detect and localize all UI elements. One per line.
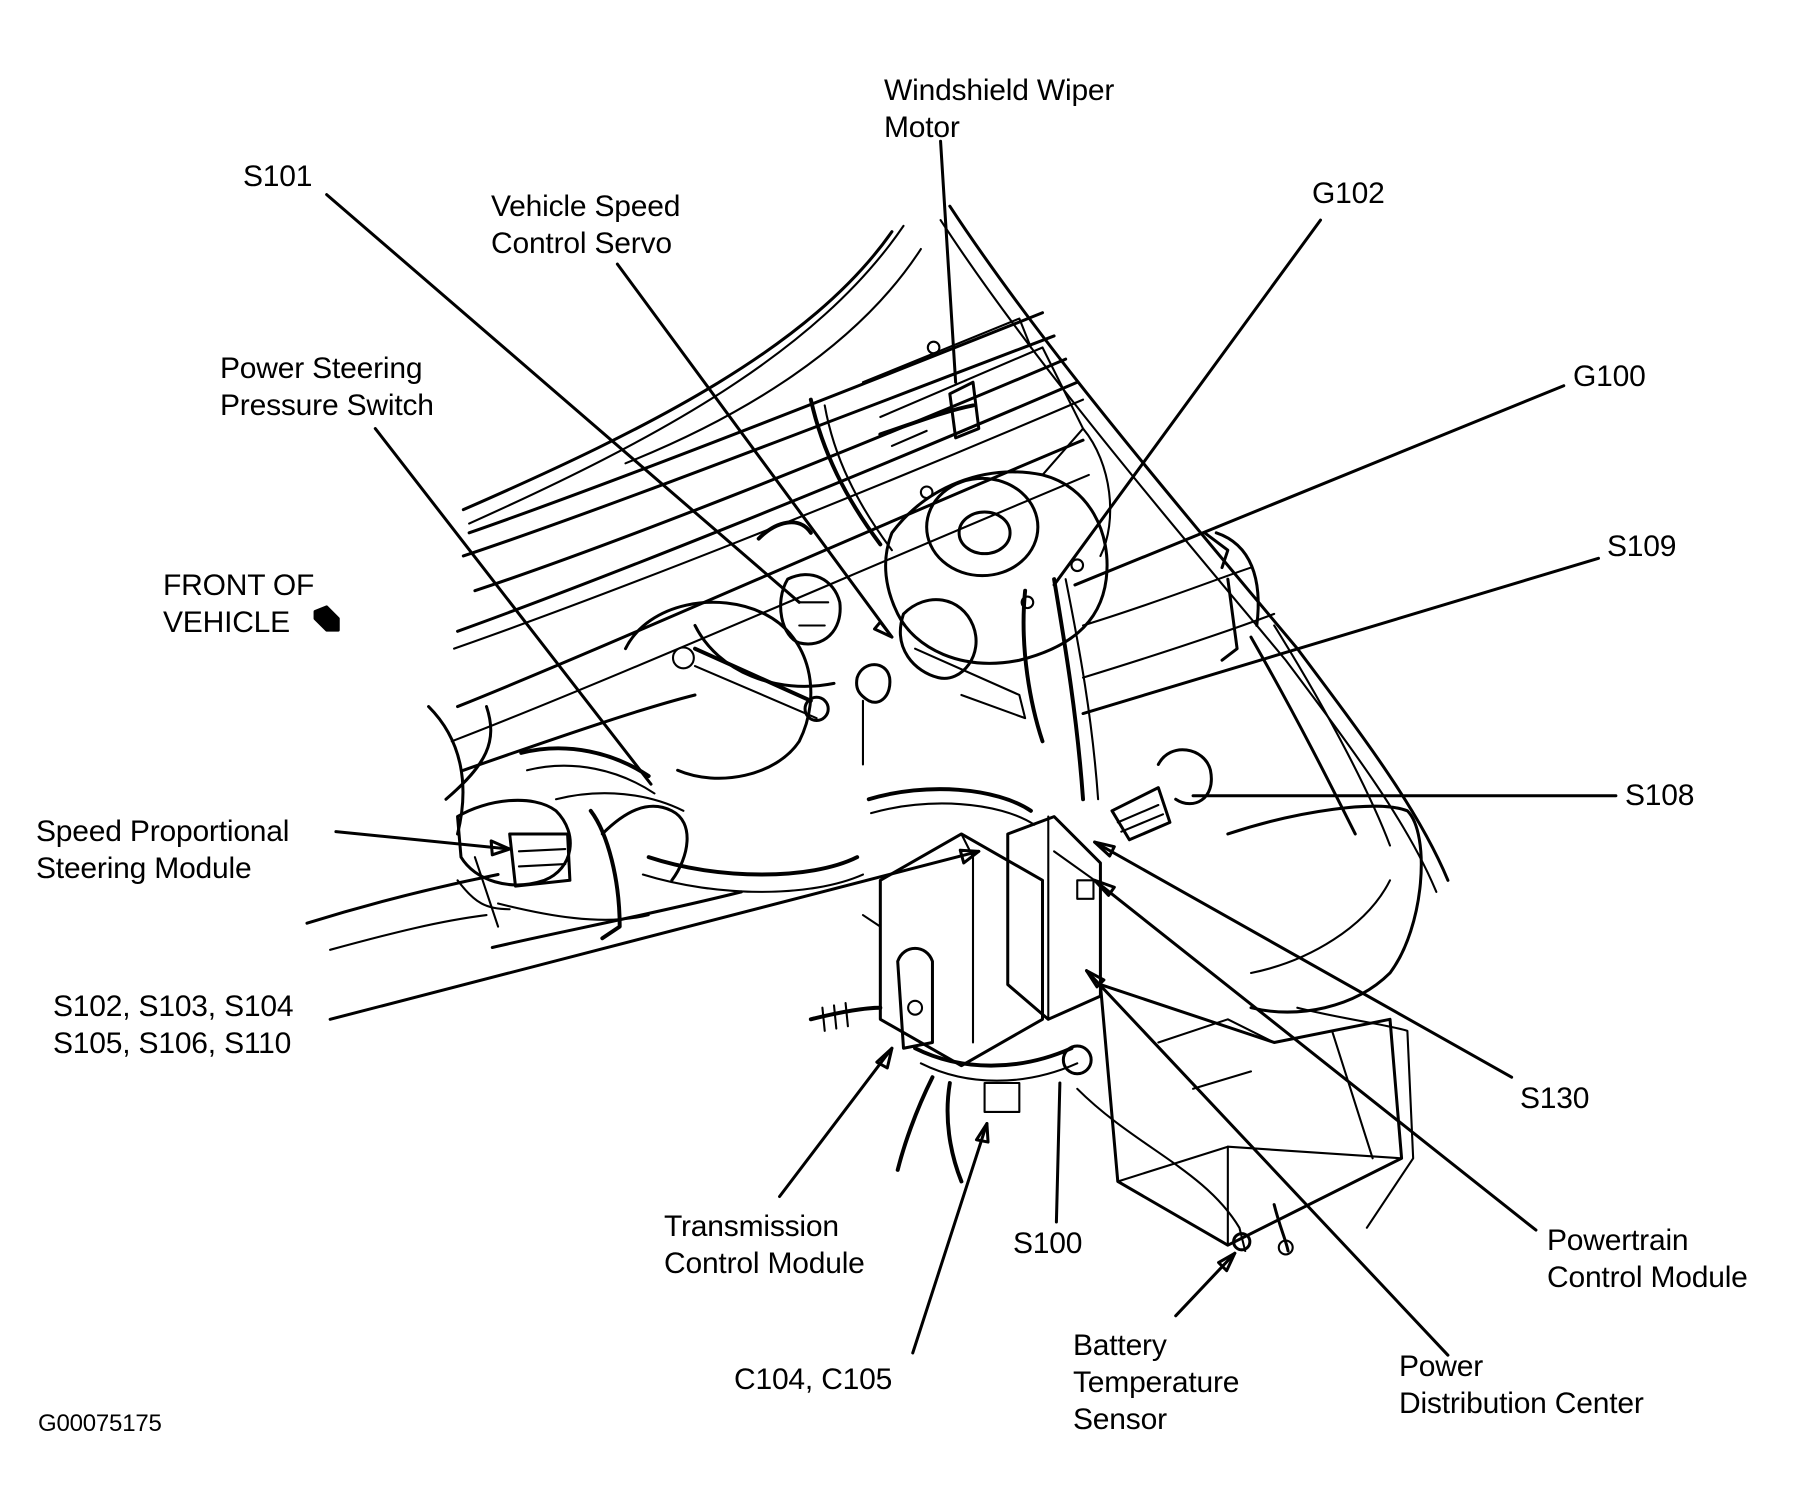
arrowhead-battery-temperature-sensor: [1217, 1251, 1237, 1273]
label-power-distribution-center: Power Distribution Center: [1399, 1350, 1644, 1420]
strut-tower: [861, 317, 1112, 665]
leader-g100: [1073, 384, 1566, 587]
steering-module: [456, 798, 622, 941]
label-s109: S109: [1607, 530, 1677, 563]
arrowhead-c104-c105: [974, 1122, 990, 1144]
left-wheel-well: [305, 705, 743, 951]
arrowhead-s130: [1093, 840, 1116, 858]
control-modules: [808, 815, 1415, 1256]
speed-control-servo: [756, 397, 1027, 766]
arrowhead-vscs: [873, 620, 894, 639]
arrowhead-splices: [958, 848, 981, 865]
cowl-rails: [444, 311, 1090, 801]
label-s130: S130: [1520, 1082, 1590, 1115]
leader-lines: [325, 139, 1618, 1357]
leader-battery-temperature-sensor: [1174, 1251, 1237, 1318]
arrowhead-pdc: [1085, 969, 1106, 989]
leader-g102: [1052, 218, 1323, 587]
label-g102: G102: [1312, 177, 1385, 210]
arrowhead-transmission-control-module: [875, 1046, 894, 1070]
fender-outline: [461, 204, 1450, 893]
leader-power-steering-pressure-switch: [373, 427, 653, 786]
brake-booster: [623, 600, 836, 780]
leader-vehicle-speed-control-servo: [615, 262, 894, 639]
leader-s109: [1081, 556, 1601, 716]
leader-arrowheads: [489, 620, 1237, 1273]
leader-s130: [1093, 840, 1514, 1079]
leader-power-distribution-center: [1085, 969, 1450, 1357]
leader-splices-s102-s110: [328, 849, 981, 1021]
inner-fender: [1081, 531, 1423, 1014]
arrowhead-pcm: [1093, 878, 1116, 897]
label-power-steering-pressure-switch: Power Steering Pressure Switch: [220, 352, 434, 422]
leader-s100: [1054, 1081, 1062, 1224]
leader-windshield-wiper-motor: [939, 139, 958, 384]
leader-s101: [325, 193, 801, 604]
leader-c104-c105: [911, 1122, 989, 1355]
label-s101: S101: [243, 160, 313, 193]
label-battery-temperature-sensor: Battery Temperature Sensor: [1073, 1329, 1240, 1436]
leader-powertrain-control-module: [1093, 878, 1538, 1232]
label-transmission-control-module: Transmission Control Module: [664, 1210, 865, 1280]
figure-id: G00075175: [38, 1410, 162, 1437]
arrow-down-right-icon: [313, 605, 340, 632]
label-splices-s102-s110: S102, S103, S104 S105, S106, S110: [53, 990, 294, 1060]
arrowhead-speed-proportional-steering-module: [489, 839, 512, 857]
wire-harness: [519, 577, 1100, 893]
label-powertrain-control-module: Powertrain Control Module: [1547, 1224, 1748, 1294]
front-of-vehicle-label: FRONT OF VEHICLE: [163, 569, 315, 639]
wiper-motor: [878, 340, 981, 447]
s108-connector: [1110, 748, 1213, 842]
label-c104-c105: C104, C105: [734, 1363, 893, 1396]
label-windshield-wiper-motor: Windshield Wiper Motor: [884, 74, 1115, 144]
label-vehicle-speed-control-servo: Vehicle Speed Control Servo: [491, 190, 681, 260]
label-g100: G100: [1573, 360, 1646, 393]
label-speed-proportional-steering-module: Speed Proportional Steering Module: [36, 815, 290, 885]
leader-speed-proportional-steering-module: [334, 830, 512, 851]
leader-transmission-control-module: [778, 1046, 894, 1199]
label-s100: S100: [1013, 1227, 1083, 1260]
label-s108: S108: [1625, 779, 1695, 812]
